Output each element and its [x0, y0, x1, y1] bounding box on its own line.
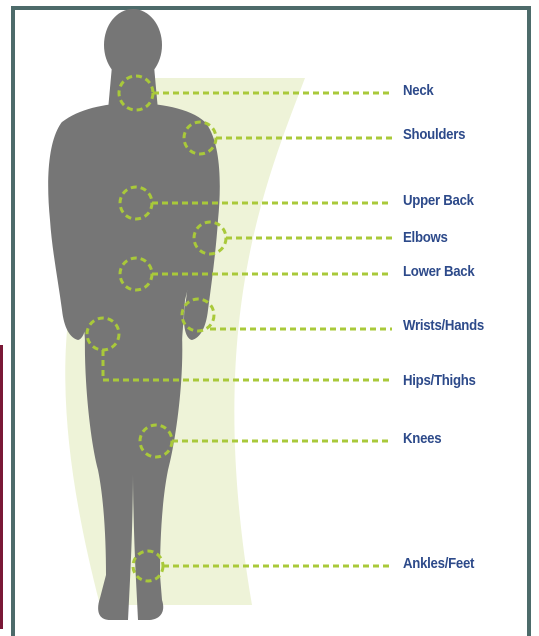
label-ankles-feet: Ankles/Feet — [403, 555, 474, 573]
label-hips-thighs: Hips/Thighs — [403, 372, 476, 390]
label-shoulders: Shoulders — [403, 126, 465, 144]
label-knees: Knees — [403, 430, 441, 448]
label-neck: Neck — [403, 82, 434, 100]
label-upper-back: Upper Back — [403, 192, 474, 210]
label-wrists-hands: Wrists/Hands — [403, 317, 484, 335]
label-elbows: Elbows — [403, 229, 448, 247]
label-lower-back: Lower Back — [403, 263, 474, 281]
